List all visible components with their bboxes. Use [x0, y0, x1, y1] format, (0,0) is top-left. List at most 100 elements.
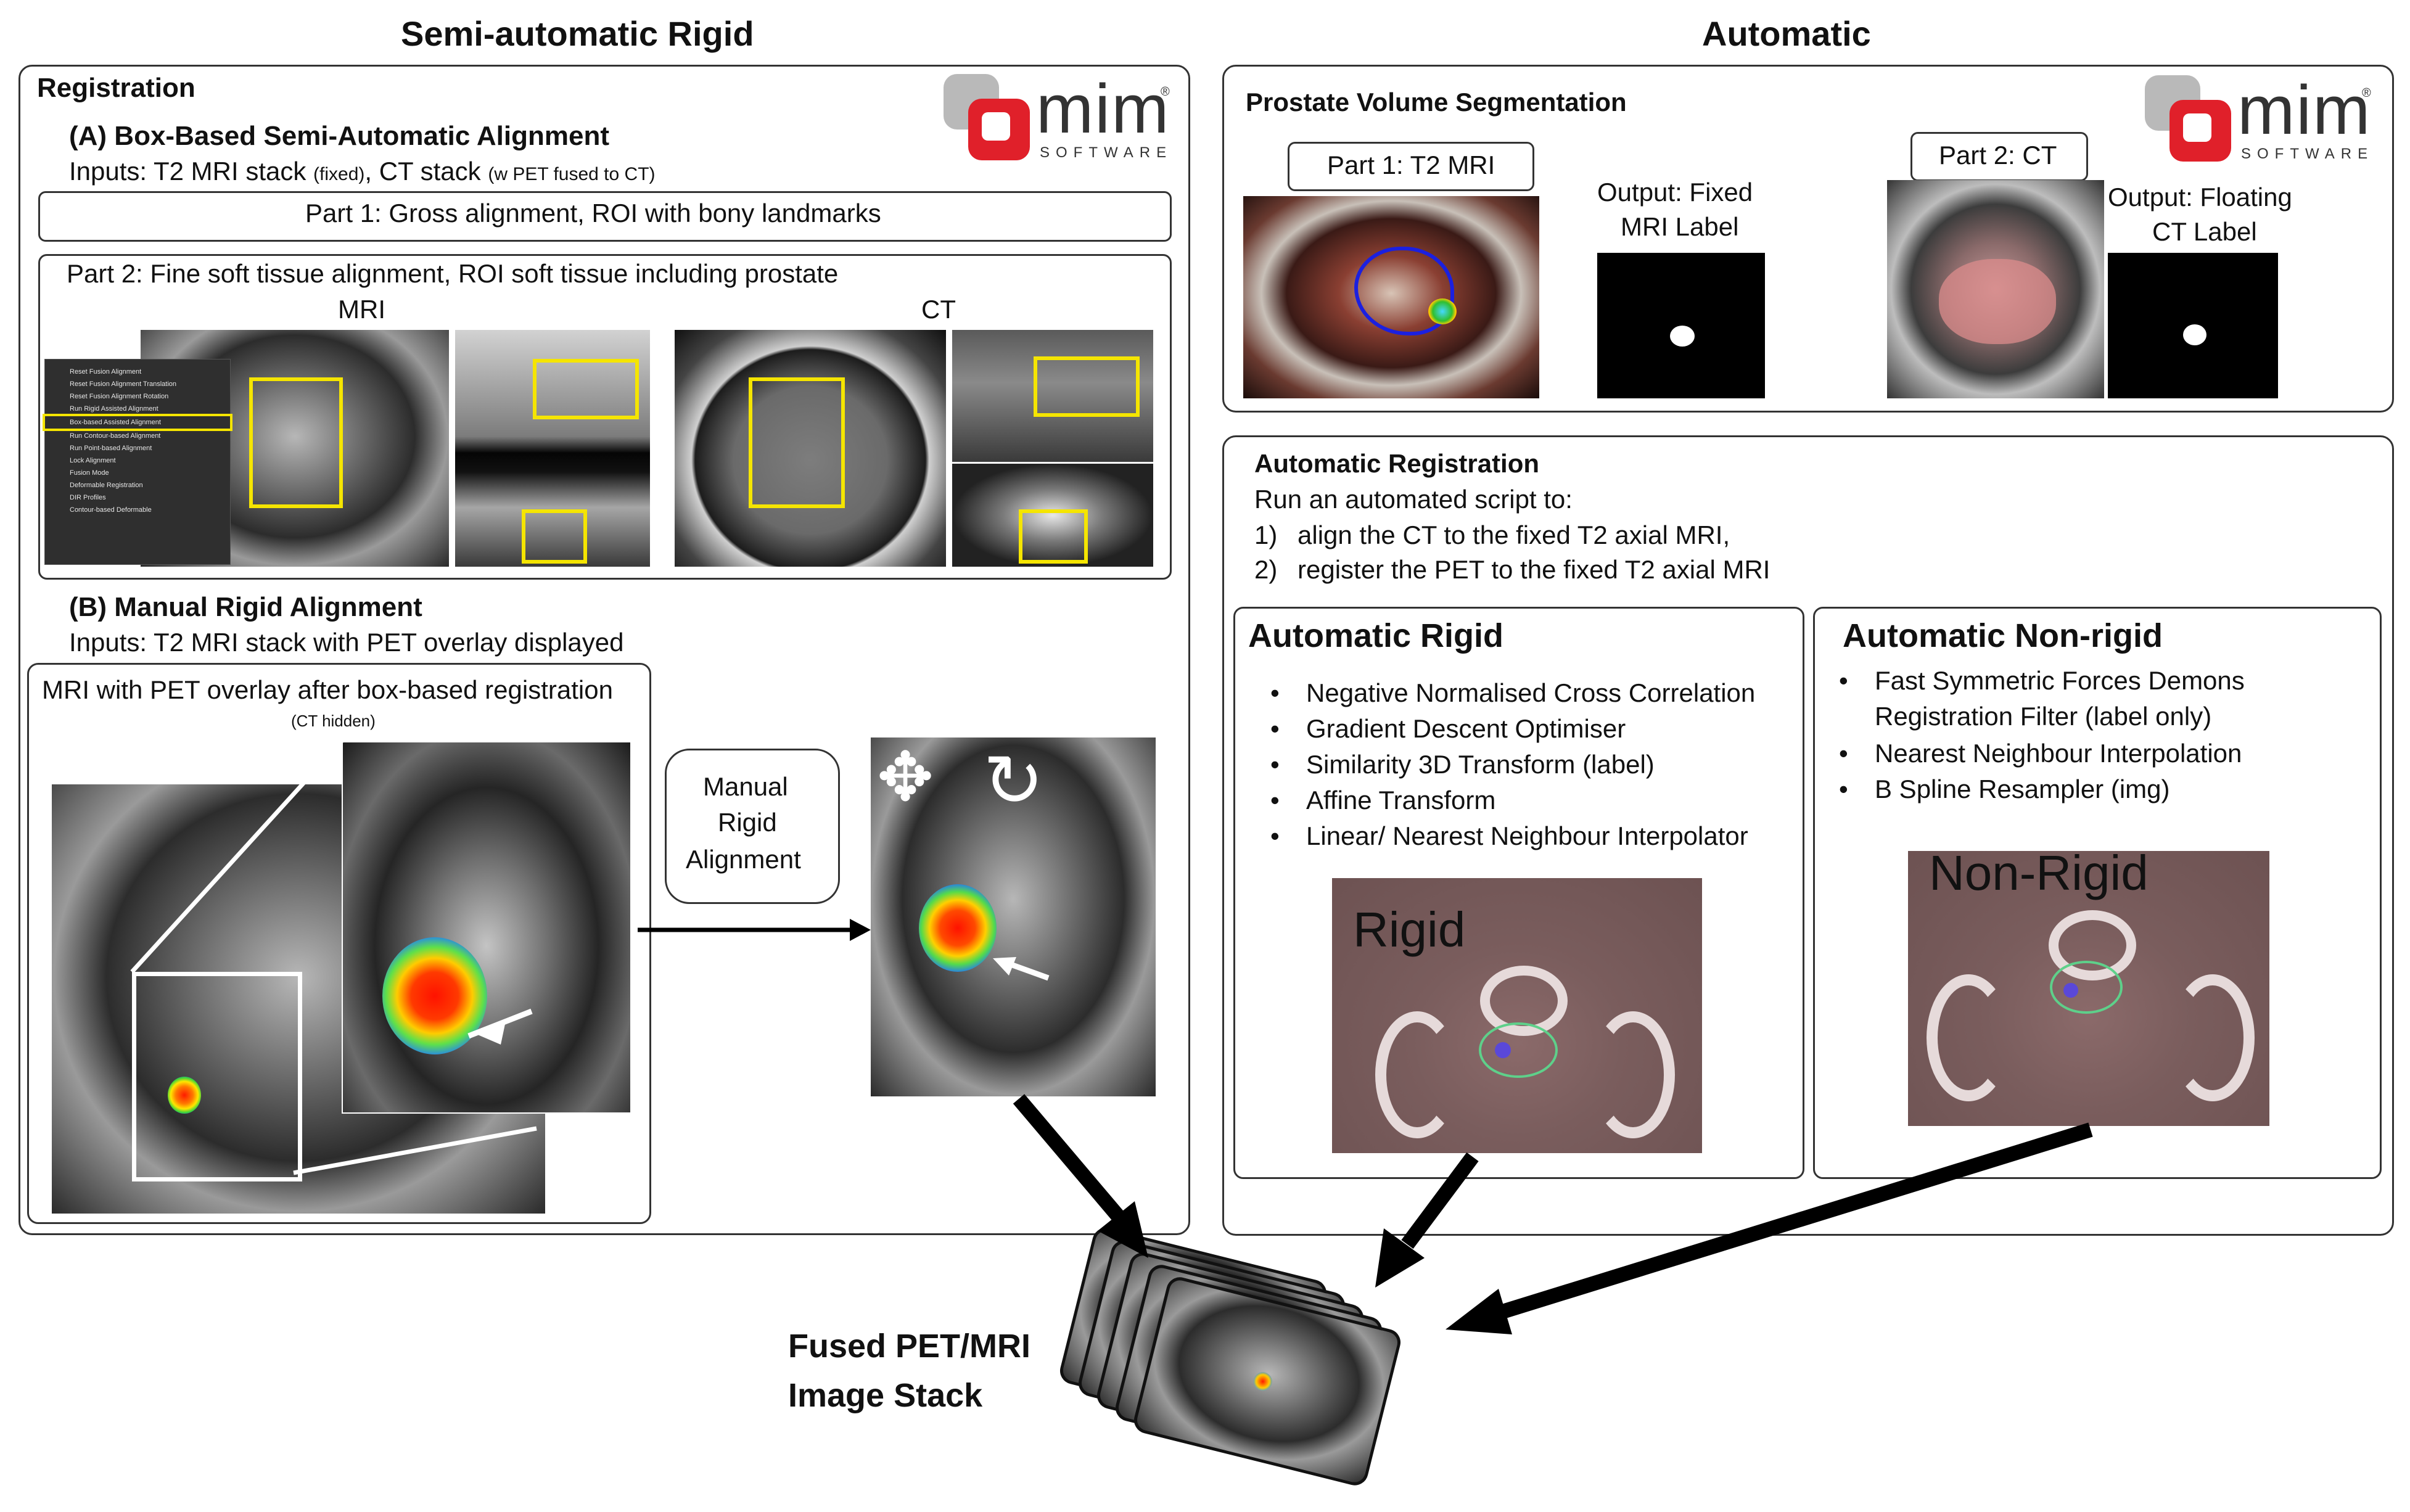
- mim-logo-right: mim ® SOFTWARE: [2145, 72, 2379, 168]
- mri-sagittal-image: [455, 330, 650, 567]
- segmentation-title: Prostate Volume Segmentation: [1246, 88, 1627, 117]
- logo-white-square: [2183, 113, 2211, 142]
- lesion-arrow-left-head: [475, 1021, 506, 1045]
- section-b-inputs: Inputs: T2 MRI stack with PET overlay di…: [69, 628, 624, 657]
- rotate-icon[interactable]: ↻: [983, 741, 1044, 822]
- ct-label: CT: [921, 295, 956, 324]
- rigid-bullet-4: Affine Transform: [1270, 786, 1495, 815]
- inputs-fixed: (fixed): [313, 164, 365, 184]
- menu-item[interactable]: Reset Fusion Alignment: [70, 368, 142, 376]
- menu-item[interactable]: Fusion Mode: [70, 469, 109, 477]
- ct-axial-roi-box[interactable]: [749, 377, 845, 508]
- arrow-from-manual: [1013, 1094, 1148, 1258]
- ct-sagittal-roi-box[interactable]: [1034, 356, 1140, 417]
- pet-hotspot-small: [168, 1077, 201, 1114]
- menu-item[interactable]: Contour-based Deformable: [70, 506, 152, 514]
- nonrigid-bullet-1a: Fast Symmetric Forces Demons: [1839, 666, 2245, 696]
- auto-nonrigid-title: Automatic Non-rigid: [1843, 617, 2163, 654]
- auto-step1-num: 1): [1254, 520, 1278, 549]
- menu-item[interactable]: DIR Profiles: [70, 494, 106, 501]
- move-icon[interactable]: ✥: [877, 739, 934, 815]
- rigid-prostate-contour: [1479, 1022, 1558, 1078]
- inputs-ct-note: (w PET fused to CT): [488, 164, 656, 184]
- logo-sub: SOFTWARE: [1040, 144, 1173, 161]
- left-title: Semi-automatic Rigid: [401, 14, 754, 53]
- auto-step1-text: align the CT to the fixed T2 axial MRI,: [1298, 520, 1730, 549]
- output-line1: Fused PET/MRI: [788, 1328, 1031, 1365]
- arrow-from-rigid: [1375, 1152, 1479, 1288]
- section-a-title: (A) Box-Based Semi-Automatic Alignment: [69, 121, 610, 151]
- rigid-bullet-3: Similarity 3D Transform (label): [1270, 750, 1655, 779]
- output-line2: Image Stack: [788, 1377, 983, 1414]
- nonrigid-prostate-contour: [2050, 961, 2123, 1014]
- mri-axial-roi-box[interactable]: [249, 377, 343, 508]
- seg-part1-box: [1288, 142, 1534, 191]
- ct-coronal-roi-box[interactable]: [1019, 509, 1088, 564]
- manual-result-image: [871, 738, 1156, 1096]
- auto-registration-title: Automatic Registration: [1254, 449, 1540, 478]
- mri-coronal-roi-box[interactable]: [522, 509, 587, 564]
- menu-item[interactable]: Box-based Assisted Alignment: [43, 414, 232, 431]
- rigid-bullet-2: Gradient Descent Optimiser: [1270, 714, 1626, 744]
- part1-text: Part 1: Gross alignment, ROI with bony l…: [305, 199, 881, 228]
- output-fixed-line1: Output: Fixed: [1597, 178, 1753, 207]
- registration-label: Registration: [37, 73, 195, 103]
- manual-line1: Manual: [703, 772, 788, 801]
- output-floating-line1: Output: Floating: [2108, 183, 2292, 212]
- floating-ct-label-blob: [2183, 324, 2206, 345]
- menu-item[interactable]: Run Point-based Alignment: [70, 445, 152, 452]
- seg-part1-label: Part 1: T2 MRI: [1327, 150, 1495, 179]
- ct-coronal-image: [952, 464, 1153, 567]
- menu-item[interactable]: Lock Alignment: [70, 457, 116, 464]
- overlay-caption: MRI with PET overlay after box-based reg…: [42, 675, 613, 704]
- arrow-from-nonrigid: [1446, 1122, 2093, 1334]
- logo-registered: ®: [1161, 85, 1170, 99]
- section-a-inputs: Inputs: T2 MRI stack (fixed), CT stack (…: [69, 157, 656, 186]
- seg-lesion-contour: [1428, 298, 1457, 324]
- manual-alignment-box: [665, 749, 840, 904]
- nonrigid-bullet-3: B Spline Resampler (img): [1839, 774, 2169, 804]
- section-b-title: (B) Manual Rigid Alignment: [69, 592, 422, 622]
- ct-axial-image: [675, 330, 946, 567]
- auto-intro: Run an automated script to:: [1254, 485, 1573, 514]
- logo-text: mim: [1036, 70, 1170, 147]
- mri-sagittal-roi-box[interactable]: [533, 359, 639, 419]
- seg-part2-box: [1910, 132, 2088, 181]
- ct-hidden-note: (CT hidden): [291, 712, 376, 730]
- part1-box: [38, 191, 1172, 242]
- inputs-prefix: Inputs: T2 MRI stack: [69, 157, 314, 186]
- pet-hotspot-result: [919, 884, 997, 972]
- output-fixed-line2: MRI Label: [1621, 212, 1739, 241]
- nonrigid-lesion-spot: [2063, 983, 2078, 998]
- menu-item[interactable]: Run Rigid Assisted Alignment: [70, 405, 158, 413]
- mim-logo-left: mim ® SOFTWARE: [944, 70, 1178, 166]
- zoomed-inset-image: [342, 741, 631, 1114]
- mri-label: MRI: [338, 295, 385, 324]
- rigid-bullet-1: Negative Normalised Cross Correlation: [1270, 678, 1755, 708]
- inputs-mid: , CT stack: [364, 157, 488, 186]
- auto-step2-text: register the PET to the fixed T2 axial M…: [1298, 555, 1770, 584]
- right-title: Automatic: [1702, 14, 1871, 53]
- fixed-mri-label-blob: [1670, 326, 1695, 347]
- logo-white-square: [982, 112, 1010, 141]
- menu-item[interactable]: Deformable Registration: [70, 482, 143, 489]
- logo-sub: SOFTWARE: [2241, 146, 2374, 162]
- manual-line2: Rigid: [718, 808, 777, 837]
- menu-item[interactable]: Run Contour-based Alignment: [70, 432, 161, 440]
- rigid-image-label: Rigid: [1353, 902, 1466, 957]
- menu-item[interactable]: Reset Fusion Alignment Rotation: [70, 393, 169, 400]
- rigid-bullet-5: Linear/ Nearest Neighbour Interpolator: [1270, 821, 1748, 851]
- rigid-lesion-spot: [1495, 1042, 1511, 1058]
- menu-item[interactable]: Reset Fusion Alignment Translation: [70, 380, 177, 388]
- zoom-inset-box: [132, 972, 302, 1181]
- manual-line3: Alignment: [686, 845, 801, 874]
- seg-prostate-contour: [1354, 247, 1454, 335]
- nonrigid-image-label: Non-Rigid: [1929, 845, 2149, 900]
- ct-sagittal-image: [952, 330, 1153, 462]
